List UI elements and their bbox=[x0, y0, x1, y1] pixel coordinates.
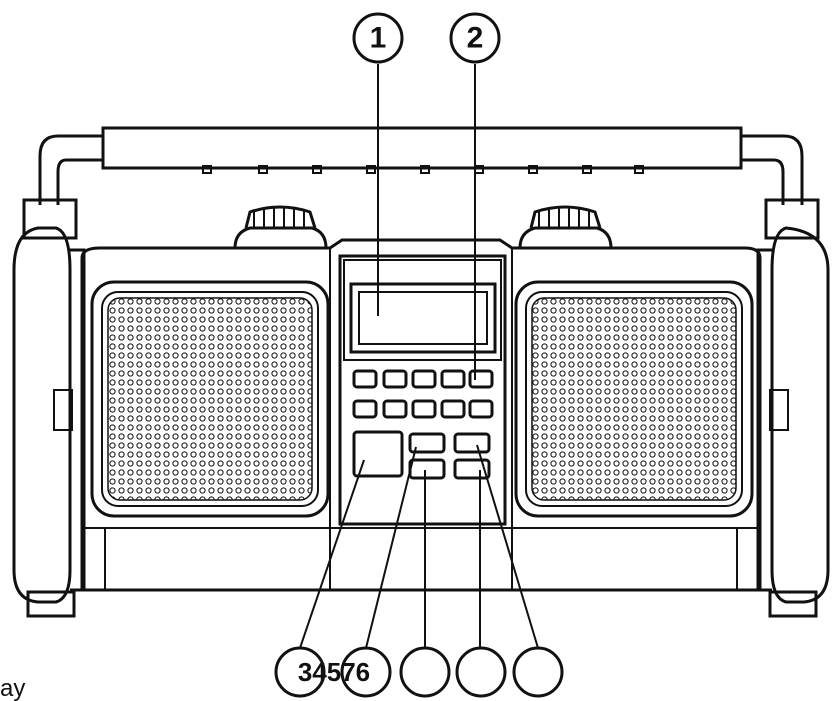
control-button[interactable] bbox=[408, 432, 446, 454]
control-panel bbox=[338, 254, 507, 526]
left-knob bbox=[233, 205, 328, 250]
handle-studs bbox=[202, 165, 644, 174]
preset-button[interactable] bbox=[440, 399, 466, 419]
lcd-display bbox=[349, 282, 497, 354]
preset-button[interactable] bbox=[411, 369, 437, 389]
preset-button[interactable] bbox=[468, 399, 494, 419]
control-button[interactable] bbox=[408, 458, 446, 480]
callout-number: 34576 bbox=[298, 657, 370, 687]
left-speaker bbox=[90, 280, 330, 518]
callout-number: 2 bbox=[467, 22, 484, 55]
preset-button[interactable] bbox=[382, 399, 408, 419]
preset-button[interactable] bbox=[352, 369, 378, 389]
callout-number: 1 bbox=[370, 22, 387, 55]
right-speaker bbox=[514, 280, 754, 518]
preset-button[interactable] bbox=[382, 369, 408, 389]
preset-button[interactable] bbox=[411, 399, 437, 419]
preset-button[interactable] bbox=[352, 399, 378, 419]
cropped-caption: ay bbox=[0, 675, 25, 701]
leader-lines bbox=[299, 64, 539, 649]
bottom-callouts: 34576 bbox=[274, 646, 564, 698]
left-bumper bbox=[12, 198, 86, 618]
power-button[interactable] bbox=[352, 430, 404, 478]
control-button[interactable] bbox=[453, 432, 491, 454]
radio-body bbox=[80, 238, 762, 592]
callout-2: 2 bbox=[449, 12, 501, 64]
callout-1: 1 bbox=[352, 12, 404, 64]
top-handle bbox=[38, 126, 804, 205]
preset-button[interactable] bbox=[468, 369, 494, 389]
preset-button[interactable] bbox=[440, 369, 466, 389]
right-knob bbox=[518, 205, 613, 250]
preset-buttons-row-2 bbox=[352, 399, 494, 419]
right-bumper bbox=[756, 198, 830, 618]
preset-buttons-row-1 bbox=[352, 369, 494, 389]
control-button[interactable] bbox=[453, 458, 491, 480]
